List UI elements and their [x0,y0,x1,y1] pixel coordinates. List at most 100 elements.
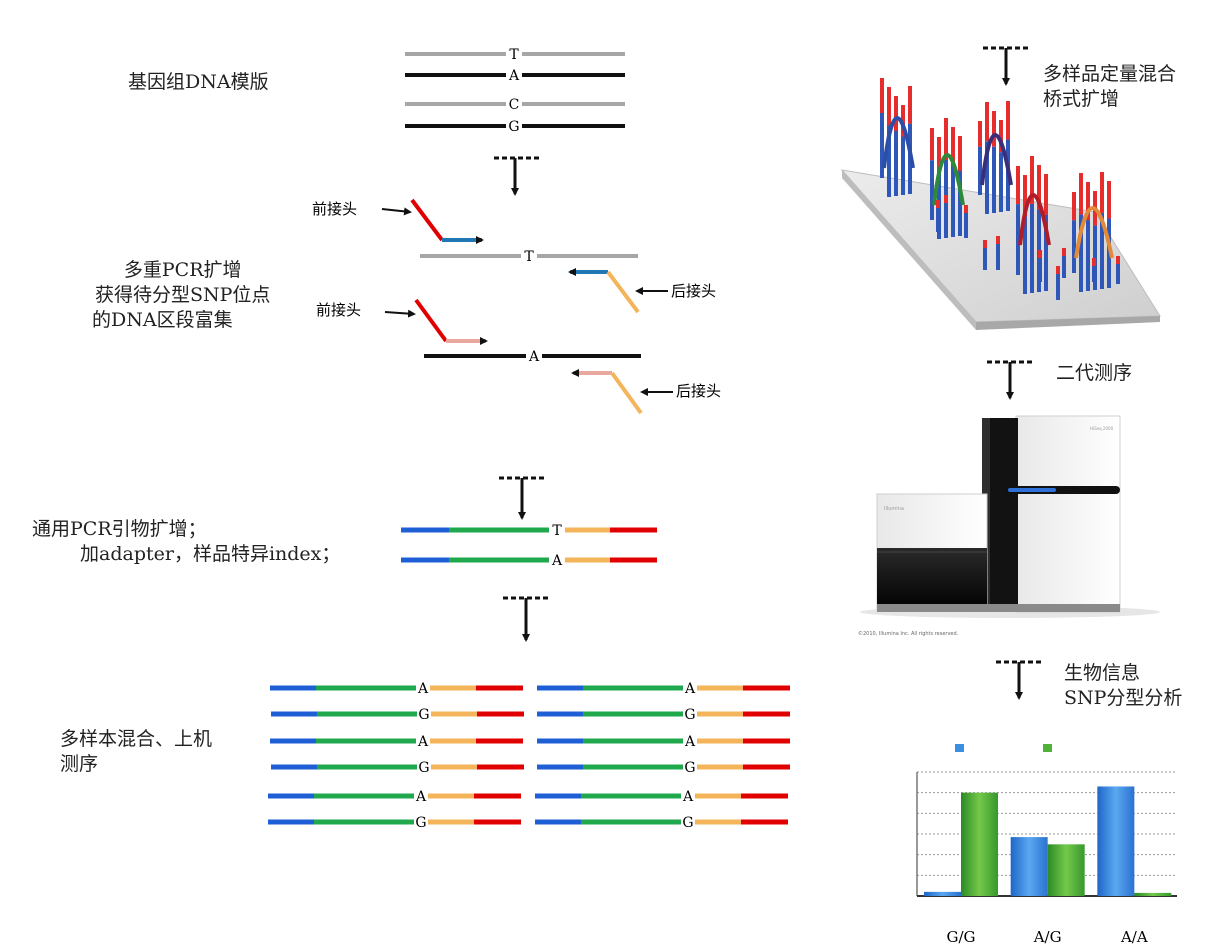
pooled-base: G [682,815,693,831]
step-line: 通用PCR引物扩增； [32,518,207,540]
step-line: 加adapter，样品特异index； [80,543,341,565]
step-line: 生物信息 [1064,662,1141,684]
x-tick-label: A/G [1033,928,1062,946]
pooled-amplicon: G [271,760,524,776]
bar-series2-A/G [1047,844,1085,896]
target-base: T [524,249,534,265]
bridge-loop [932,153,965,206]
target-base: A [528,349,540,365]
pooled-amplicon: A [270,734,523,750]
step-line: 的DNA区段富集 [92,309,233,331]
dna-cluster [880,78,915,197]
template-base: A [508,68,520,84]
bar-series1-A/A [1097,786,1135,896]
bridge-loop [1074,206,1114,259]
legend-swatch-series2 [1043,744,1052,752]
pooled-base: A [417,681,429,697]
template-dna-strands: T A C G [405,46,625,135]
pooled-base: G [418,760,429,776]
step-multiplex-pcr: 多重PCR扩增 获得待分型SNP位点 的DNA区段富集 [92,258,271,333]
step-line: 桥式扩增 [1043,88,1120,110]
pooled-amplicon: G [268,815,521,831]
pooled-amplicon: A [535,789,788,805]
step-line: 获得待分型SNP位点 [95,284,271,306]
flowcell-tray [877,548,987,604]
brand-label: Illumina [884,506,904,512]
step-quant-mix-bridge: 多样品定量混合 桥式扩增 [1043,62,1176,112]
dna-clusters [880,78,1120,300]
sequencer-instrument: HiSeq 2000 Illumina ©2010, Illumina Inc.… [858,415,1160,637]
flow-arrow-icon [983,46,1029,86]
flow-arrow-icon [996,660,1042,700]
flow-arrow-icon [503,596,549,642]
step-genome-template: 基因组DNA模版 [128,71,269,93]
template-base: T [509,47,519,63]
bridge-loop [882,116,915,169]
template-base: G [508,119,519,135]
pooled-base: G [415,815,426,831]
model-label: HiSeq 2000 [1090,426,1114,431]
step-line: 测序 [60,753,99,775]
pooled-base: G [684,760,695,776]
sequencer-tower [1015,415,1121,613]
forward-adapter-label: 前接头 [312,200,357,218]
bar-series1-G/G [924,891,961,896]
pooled-base: A [684,734,696,750]
step-universal-pcr: 通用PCR引物扩增； 加adapter，样品特异index； [32,517,340,567]
bar-series2-G/G [961,792,998,896]
pooled-base: A [684,681,696,697]
copyright-text: ©2010, Illumina Inc. All rights reserved… [858,630,959,637]
forward-adapter [414,298,448,343]
reverse-adapter [610,371,643,415]
flow-arrow-icon [499,476,545,520]
pooled-amplicon: A [537,734,790,750]
x-tick-label: G/G [946,928,975,946]
forward-adapter [410,198,444,242]
step-line: SNP分型分析 [1064,687,1183,709]
pooled-base: G [418,707,429,723]
pooled-amplicon: G [537,760,790,776]
bridge-loop [980,133,1013,186]
bridge-loop [1018,193,1051,246]
pooled-base: G [684,707,695,723]
pooled-amplicon: G [271,707,524,723]
pooled-base: A [682,789,694,805]
dna-cluster [978,101,1013,214]
x-tick-label: A/A [1120,928,1148,946]
step-line: 多样品定量混合 [1043,63,1177,85]
reverse-adapter-label: 后接头 [671,282,716,300]
step-pool-and-load: 多样本混合、上机 测序 [60,727,212,777]
pointer-arrow-icon [384,309,416,318]
reverse-adapter-label: 后接头 [676,382,721,400]
step-line: 多重PCR扩增 [123,259,242,281]
pooled-amplicon: A [270,681,523,697]
bar-series1-A/G [1010,837,1048,896]
multiplex-pcr-diagram: T A 前接头 前接头 后接头 后接头 [312,198,721,415]
universal-pcr-products: T A [401,523,657,569]
amplicon-a: A [401,553,657,569]
flow-arrow-icon [494,156,540,196]
pooled-base: A [415,789,427,805]
pointer-arrow-icon [381,207,412,216]
amplicon-base: T [552,523,562,539]
step-ngs-sequencing: 二代测序 [1056,362,1133,384]
amplicon-base: A [551,553,563,569]
forward-adapter-label: 前接头 [316,301,361,319]
pooled-amplicon: A [268,789,521,805]
pooled-amplicon: G [535,815,788,831]
step-bioinfo-genotyping: 生物信息 SNP分型分析 [1064,661,1182,711]
genotype-bar-chart: G/G A/G A/A [916,744,1177,946]
bar-series2-A/A [1134,892,1172,896]
template-base: C [509,97,520,113]
flowcell-cluster-illustration [840,78,1161,330]
pooled-amplicon: A [537,681,790,697]
pooled-amplicon: G [537,707,790,723]
reverse-adapter [606,270,640,314]
legend-swatch-series1 [955,744,964,752]
amplicon-t: T [401,523,657,539]
pooled-base: A [417,734,429,750]
step-line: 多样本混合、上机 [60,728,213,750]
flow-arrow-icon [987,360,1033,400]
